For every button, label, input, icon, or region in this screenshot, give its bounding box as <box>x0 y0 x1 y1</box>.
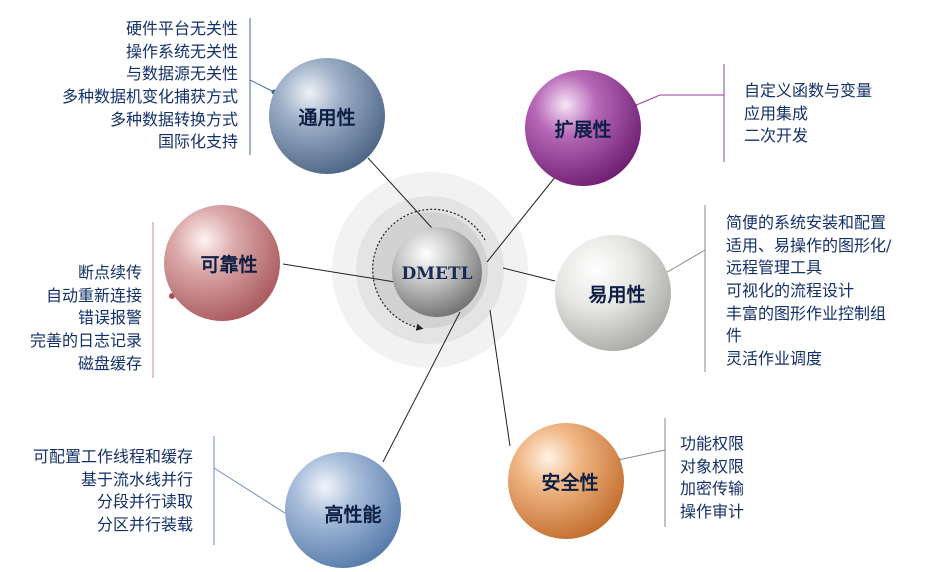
feature-item: 错误报警 <box>77 308 142 328</box>
feature-item: 对象权限 <box>680 456 745 476</box>
feature-item: 操作审计 <box>680 502 745 522</box>
feature-item: 自动重新连接 <box>45 285 142 305</box>
connector-extensibility <box>486 175 557 263</box>
feature-item: 断点续传 <box>77 263 142 282</box>
node-label-reliability: 可靠性 <box>200 253 257 276</box>
node-label-performance: 高性能 <box>324 503 381 526</box>
features-security: 功能权限 对象权限 加密传输 操作审计 <box>680 433 744 524</box>
connector-security <box>489 309 511 447</box>
node-label-usability: 易用性 <box>588 283 645 306</box>
feature-item: 硬件平台无关性 <box>125 19 238 38</box>
feature-item: 多种数据转换方式 <box>109 109 238 129</box>
connector-performance <box>382 311 461 463</box>
callout-security <box>617 449 666 461</box>
features-generality: 硬件平台无关性 操作系统无关性 与数据源无关性 多种数据机变化捕获方式 多种数据… <box>62 18 238 154</box>
connectors <box>282 157 557 463</box>
feature-item: 适用、易操作的图形化/ <box>726 235 892 255</box>
feature-item: 国际化支持 <box>157 132 238 152</box>
connector-usability <box>502 267 556 282</box>
node-usability: 易用性 <box>555 235 671 351</box>
center-label: DMETL <box>401 264 472 284</box>
feature-item: 应用集成 <box>744 103 809 123</box>
node-label-security: 安全性 <box>541 471 598 494</box>
feature-item: 丰富的图形作业控制组 <box>726 303 887 323</box>
connector-reliability <box>282 263 396 283</box>
feature-item: 自定义函数与变量 <box>744 81 873 100</box>
callout-extensibility <box>633 94 724 107</box>
feature-item: 可配置工作线程和缓存 <box>32 447 193 466</box>
feature-item: 功能权限 <box>680 434 745 453</box>
features-usability: 简便的系统安装和配置 适用、易操作的图形化/ 远程管理工具 可视化的流程设计 丰… <box>726 212 891 371</box>
feature-item: 操作系统无关性 <box>125 41 238 61</box>
node-reliability: 可靠性 <box>164 205 280 321</box>
feature-item: 可视化的流程设计 <box>726 281 855 301</box>
callout-usability <box>663 249 706 275</box>
feature-item: 基于流水线并行 <box>80 469 193 489</box>
callouts <box>152 18 725 545</box>
feature-item: 与数据源无关性 <box>125 64 238 84</box>
feature-item: 完善的日志记录 <box>29 331 142 351</box>
node-extensibility: 扩展性 <box>525 70 641 186</box>
feature-item: 件 <box>726 326 743 346</box>
feature-item: 分区并行装载 <box>96 515 193 535</box>
feature-item: 灵活作业调度 <box>726 349 823 369</box>
feature-item: 多种数据机变化捕获方式 <box>61 87 238 107</box>
features-performance: 可配置工作线程和缓存 基于流水线并行 分段并行读取 分区并行装载 <box>33 446 193 537</box>
feature-item: 二次开发 <box>744 126 809 146</box>
node-label-generality: 通用性 <box>298 106 355 129</box>
features-extensibility: 自定义函数与变量 应用集成 二次开发 <box>744 80 872 148</box>
center-node: DMETL <box>392 227 482 317</box>
node-label-extensibility: 扩展性 <box>554 118 611 141</box>
node-generality: 通用性 <box>269 58 385 174</box>
connector-generality <box>367 157 433 229</box>
node-security: 安全性 <box>508 423 624 539</box>
callout-performance <box>213 467 289 516</box>
node-performance: 高性能 <box>285 452 401 568</box>
callout-generality <box>249 18 275 155</box>
feature-item: 磁盘缓存 <box>77 353 142 373</box>
feature-item: 分段并行读取 <box>96 492 193 512</box>
feature-item: 远程管理工具 <box>726 258 823 278</box>
feature-item: 加密传输 <box>680 479 745 499</box>
feature-item: 简便的系统安装和配置 <box>726 213 887 232</box>
features-reliability: 断点续传 自动重新连接 错误报警 完善的日志记录 磁盘缓存 <box>30 262 142 375</box>
